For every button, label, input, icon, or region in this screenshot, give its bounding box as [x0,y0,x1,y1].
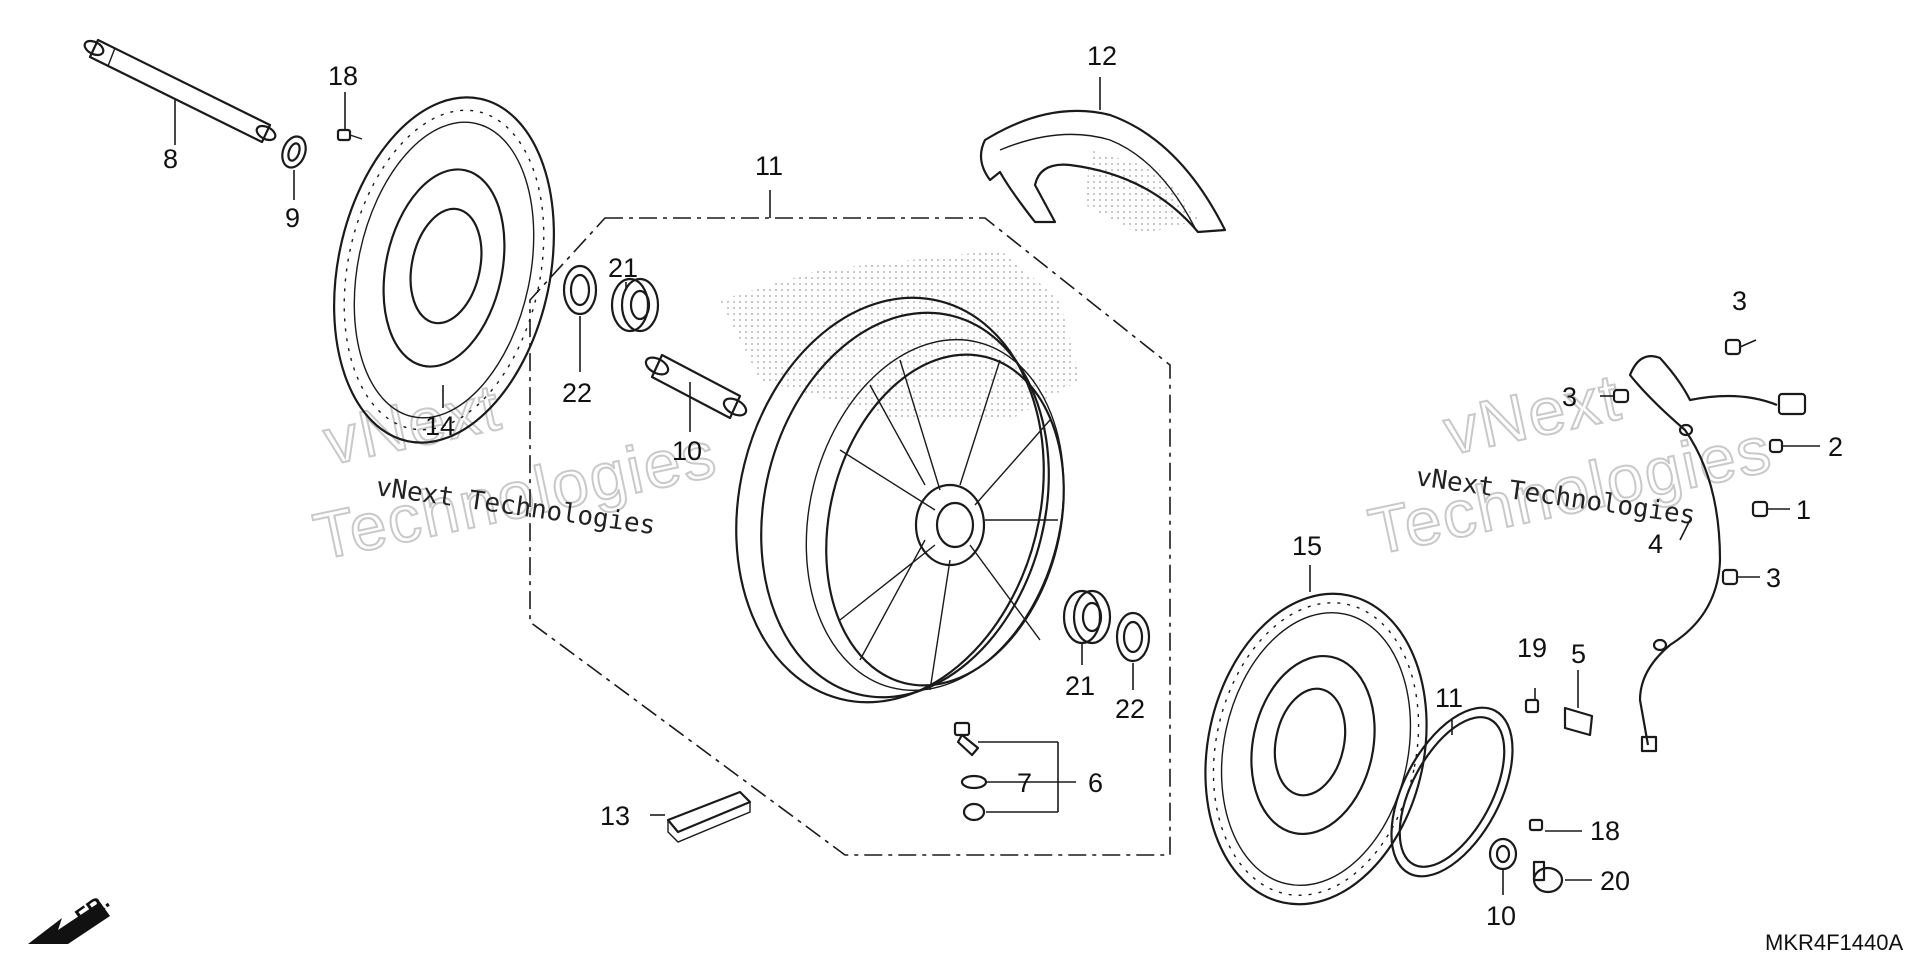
callout-12: 10 [672,436,702,466]
callout-3-left: 3 [1562,382,1577,412]
front-tire [979,109,1227,234]
pulser-ring [1390,706,1514,878]
front-direction-marker: FR. [28,888,114,944]
watermark-big-line1-left: vNext [318,369,508,479]
side-collar [1488,837,1518,871]
callout-22-left: 22 [562,378,592,408]
sensor-bolt [1524,698,1540,714]
bearing-left [610,277,660,333]
callout-9: 9 [285,203,300,233]
valve [953,721,988,822]
callout-17: 15 [1292,531,1322,561]
dust-seal-right [1115,611,1151,663]
callout-11: 11 [1435,683,1463,713]
callout-4: 4 [1648,529,1663,559]
bearing-right [1062,589,1112,645]
callout-13: 11 [755,151,783,181]
balance-weight [666,790,752,843]
clip-3-top [1724,338,1742,356]
shading [720,250,1080,420]
callout-8: 8 [163,144,178,174]
front-axle [83,38,277,144]
callout-2: 2 [1828,432,1843,462]
callouts: 8 9 18 14 11 12 21 22 10 21 22 15 11 18 … [163,41,1843,931]
callout-5: 5 [1571,639,1586,669]
clip-1 [1751,500,1769,518]
callout-19: 19 [1517,633,1547,663]
disc-bolt-lower [1528,818,1544,832]
callout-7: 7 [1017,768,1032,798]
diagram-code: MKR4F1440A [1765,930,1904,955]
disc-bolt-upper [336,128,363,142]
callout-20: 20 [1600,866,1630,896]
callout-18-lower: 18 [1590,816,1620,846]
watermark: vNext Technologies vNext Technologies vN… [307,358,1780,575]
wheel-speed-sensor [1628,354,1807,753]
sensor-bracket [1563,706,1594,737]
callout-18-upper: 18 [328,61,358,91]
brake-disc-right [1204,592,1428,906]
clip-3-bottom [1721,568,1739,586]
callout-6: 6 [1088,768,1103,798]
leader-lines [174,77,1820,895]
axle-plug [1532,860,1564,894]
shading-tire [1085,150,1200,235]
dust-seal-left [562,264,598,316]
clip-2 [1768,438,1784,454]
wheel-assembly-outline [529,217,1171,856]
callout-14: 12 [1087,41,1117,71]
callout-10: 10 [1486,901,1516,931]
brake-disc-left [333,96,555,444]
callout-21-right: 21 [1065,671,1095,701]
callout-22-right: 22 [1115,694,1145,724]
callout-3-bottom: 3 [1766,563,1781,593]
front-wheel [735,296,1065,704]
axle-collar [281,135,307,169]
callout-16: 14 [425,411,455,441]
callout-21-left: 21 [608,253,638,283]
distance-collar [644,353,748,420]
callout-1: 1 [1796,495,1811,525]
callout-3-top: 3 [1732,286,1747,316]
callout-15: 13 [600,801,630,831]
